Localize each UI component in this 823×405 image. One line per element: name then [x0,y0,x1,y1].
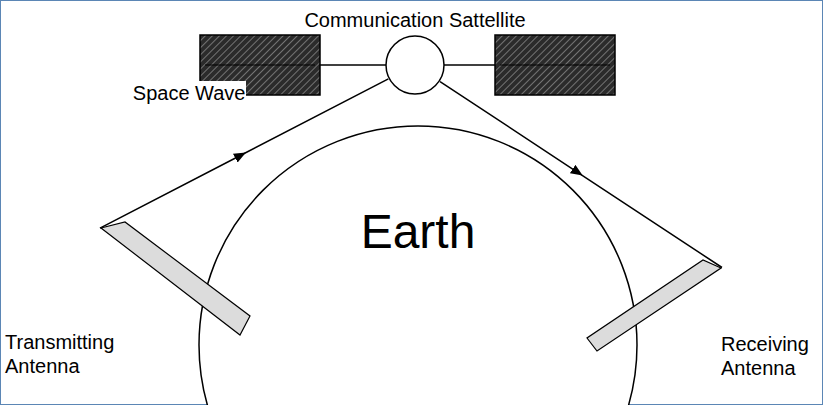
node-label: Earth [361,203,476,261]
edge-label: Space Wave [133,81,246,105]
earth-circle: Earth [198,125,638,405]
node-label: Communication Sattellite [304,8,525,32]
satellite-circle: Communication Sattellite [385,35,445,95]
node-label: Receiving Antenna [721,332,816,380]
receiving-antenna-outline [585,258,722,353]
satellite-circle-outline [385,35,445,95]
panel-spine [205,64,315,65]
receiving-antenna: Receiving Antenna [585,258,722,353]
arrow-head [100,153,244,228]
node-label: Transmitting Antenna [5,330,130,378]
solar-panel [495,35,615,95]
transmitting-antenna: Transmitting Antenna [100,220,252,337]
transmitting-antenna-outline [100,220,252,337]
panel-spine [500,64,610,65]
earth-circle-outline [198,125,638,405]
